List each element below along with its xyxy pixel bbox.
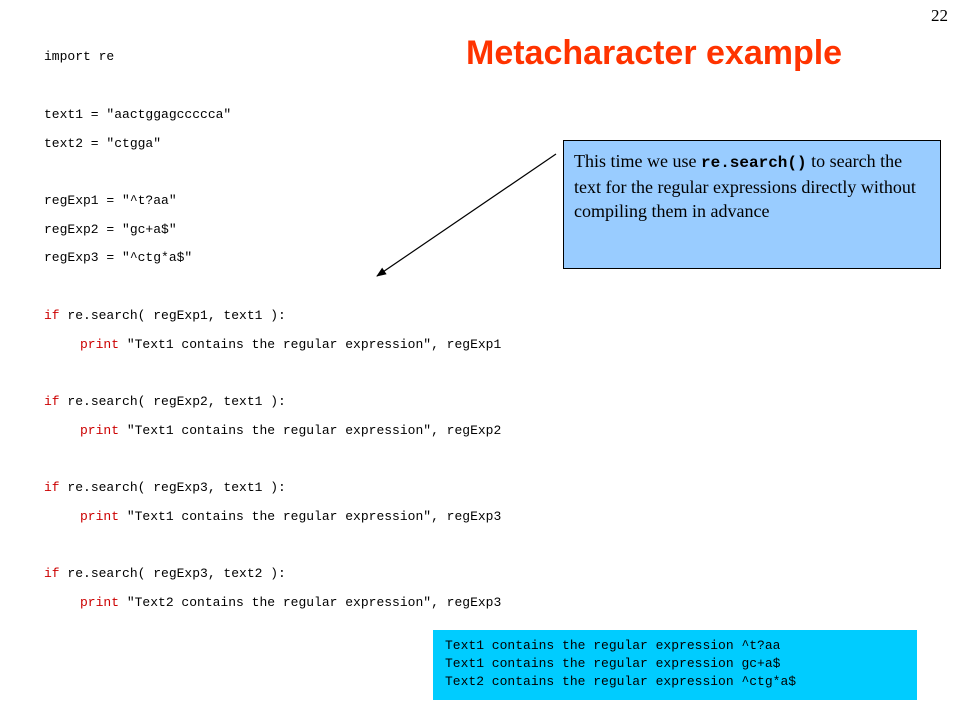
- callout-text: This time we use: [574, 151, 701, 171]
- page-number: 22: [931, 6, 948, 25]
- if-keyword: if: [44, 480, 60, 495]
- callout-code: re.search(): [700, 154, 807, 172]
- code-line-regexp3: regExp3 = "^ctg*a$": [44, 250, 193, 265]
- slide-title: Metacharacter example: [466, 34, 843, 72]
- output-line: Text2 contains the regular expression ^c…: [445, 674, 797, 689]
- output-line: Text1 contains the regular expression ^t…: [445, 638, 781, 653]
- code-line-if-3: if re.search( regExp3, text1 ):: [44, 479, 286, 497]
- if-condition: re.search( regExp1, text1 ):: [59, 308, 286, 323]
- print-args: "Text2 contains the regular expression",…: [119, 595, 502, 610]
- print-keyword: print: [80, 595, 120, 610]
- code-line-if-1: if re.search( regExp1, text1 ):: [44, 307, 286, 325]
- print-args: "Text1 contains the regular expression",…: [119, 509, 502, 524]
- print-keyword: print: [80, 509, 120, 524]
- print-keyword: print: [80, 337, 120, 352]
- code-line-regexp2: regExp2 = "gc+a$": [44, 222, 177, 237]
- callout-text: to search the text for the regular expre…: [574, 151, 916, 221]
- print-args: "Text1 contains the regular expression",…: [119, 337, 502, 352]
- if-keyword: if: [44, 566, 60, 581]
- output-box: Text1 contains the regular expression ^t…: [433, 630, 917, 700]
- code-line-if-4: if re.search( regExp3, text2 ):: [44, 565, 286, 583]
- if-keyword: if: [44, 308, 60, 323]
- output-line: Text1 contains the regular expression gc…: [445, 656, 781, 671]
- code-line-if-2: if re.search( regExp2, text1 ):: [44, 393, 286, 411]
- print-keyword: print: [80, 423, 120, 438]
- if-condition: re.search( regExp2, text1 ):: [59, 394, 286, 409]
- if-condition: re.search( regExp3, text1 ):: [59, 480, 286, 495]
- code-line-print-4: print "Text2 contains the regular expres…: [44, 594, 501, 612]
- if-keyword: if: [44, 394, 60, 409]
- code-line-text2: text2 = "ctgga": [44, 136, 162, 151]
- code-line-print-2: print "Text1 contains the regular expres…: [44, 422, 501, 440]
- code-line-print-1: print "Text1 contains the regular expres…: [44, 336, 501, 354]
- code-line-import: import re: [44, 49, 115, 64]
- if-condition: re.search( regExp3, text2 ):: [59, 566, 286, 581]
- code-line-regexp1: regExp1 = "^t?aa": [44, 193, 177, 208]
- print-args: "Text1 contains the regular expression",…: [119, 423, 502, 438]
- code-line-print-3: print "Text1 contains the regular expres…: [44, 508, 501, 526]
- callout-box: This time we use re.search() to search t…: [563, 140, 941, 269]
- code-line-text1: text1 = "aactggagccccca": [44, 107, 232, 122]
